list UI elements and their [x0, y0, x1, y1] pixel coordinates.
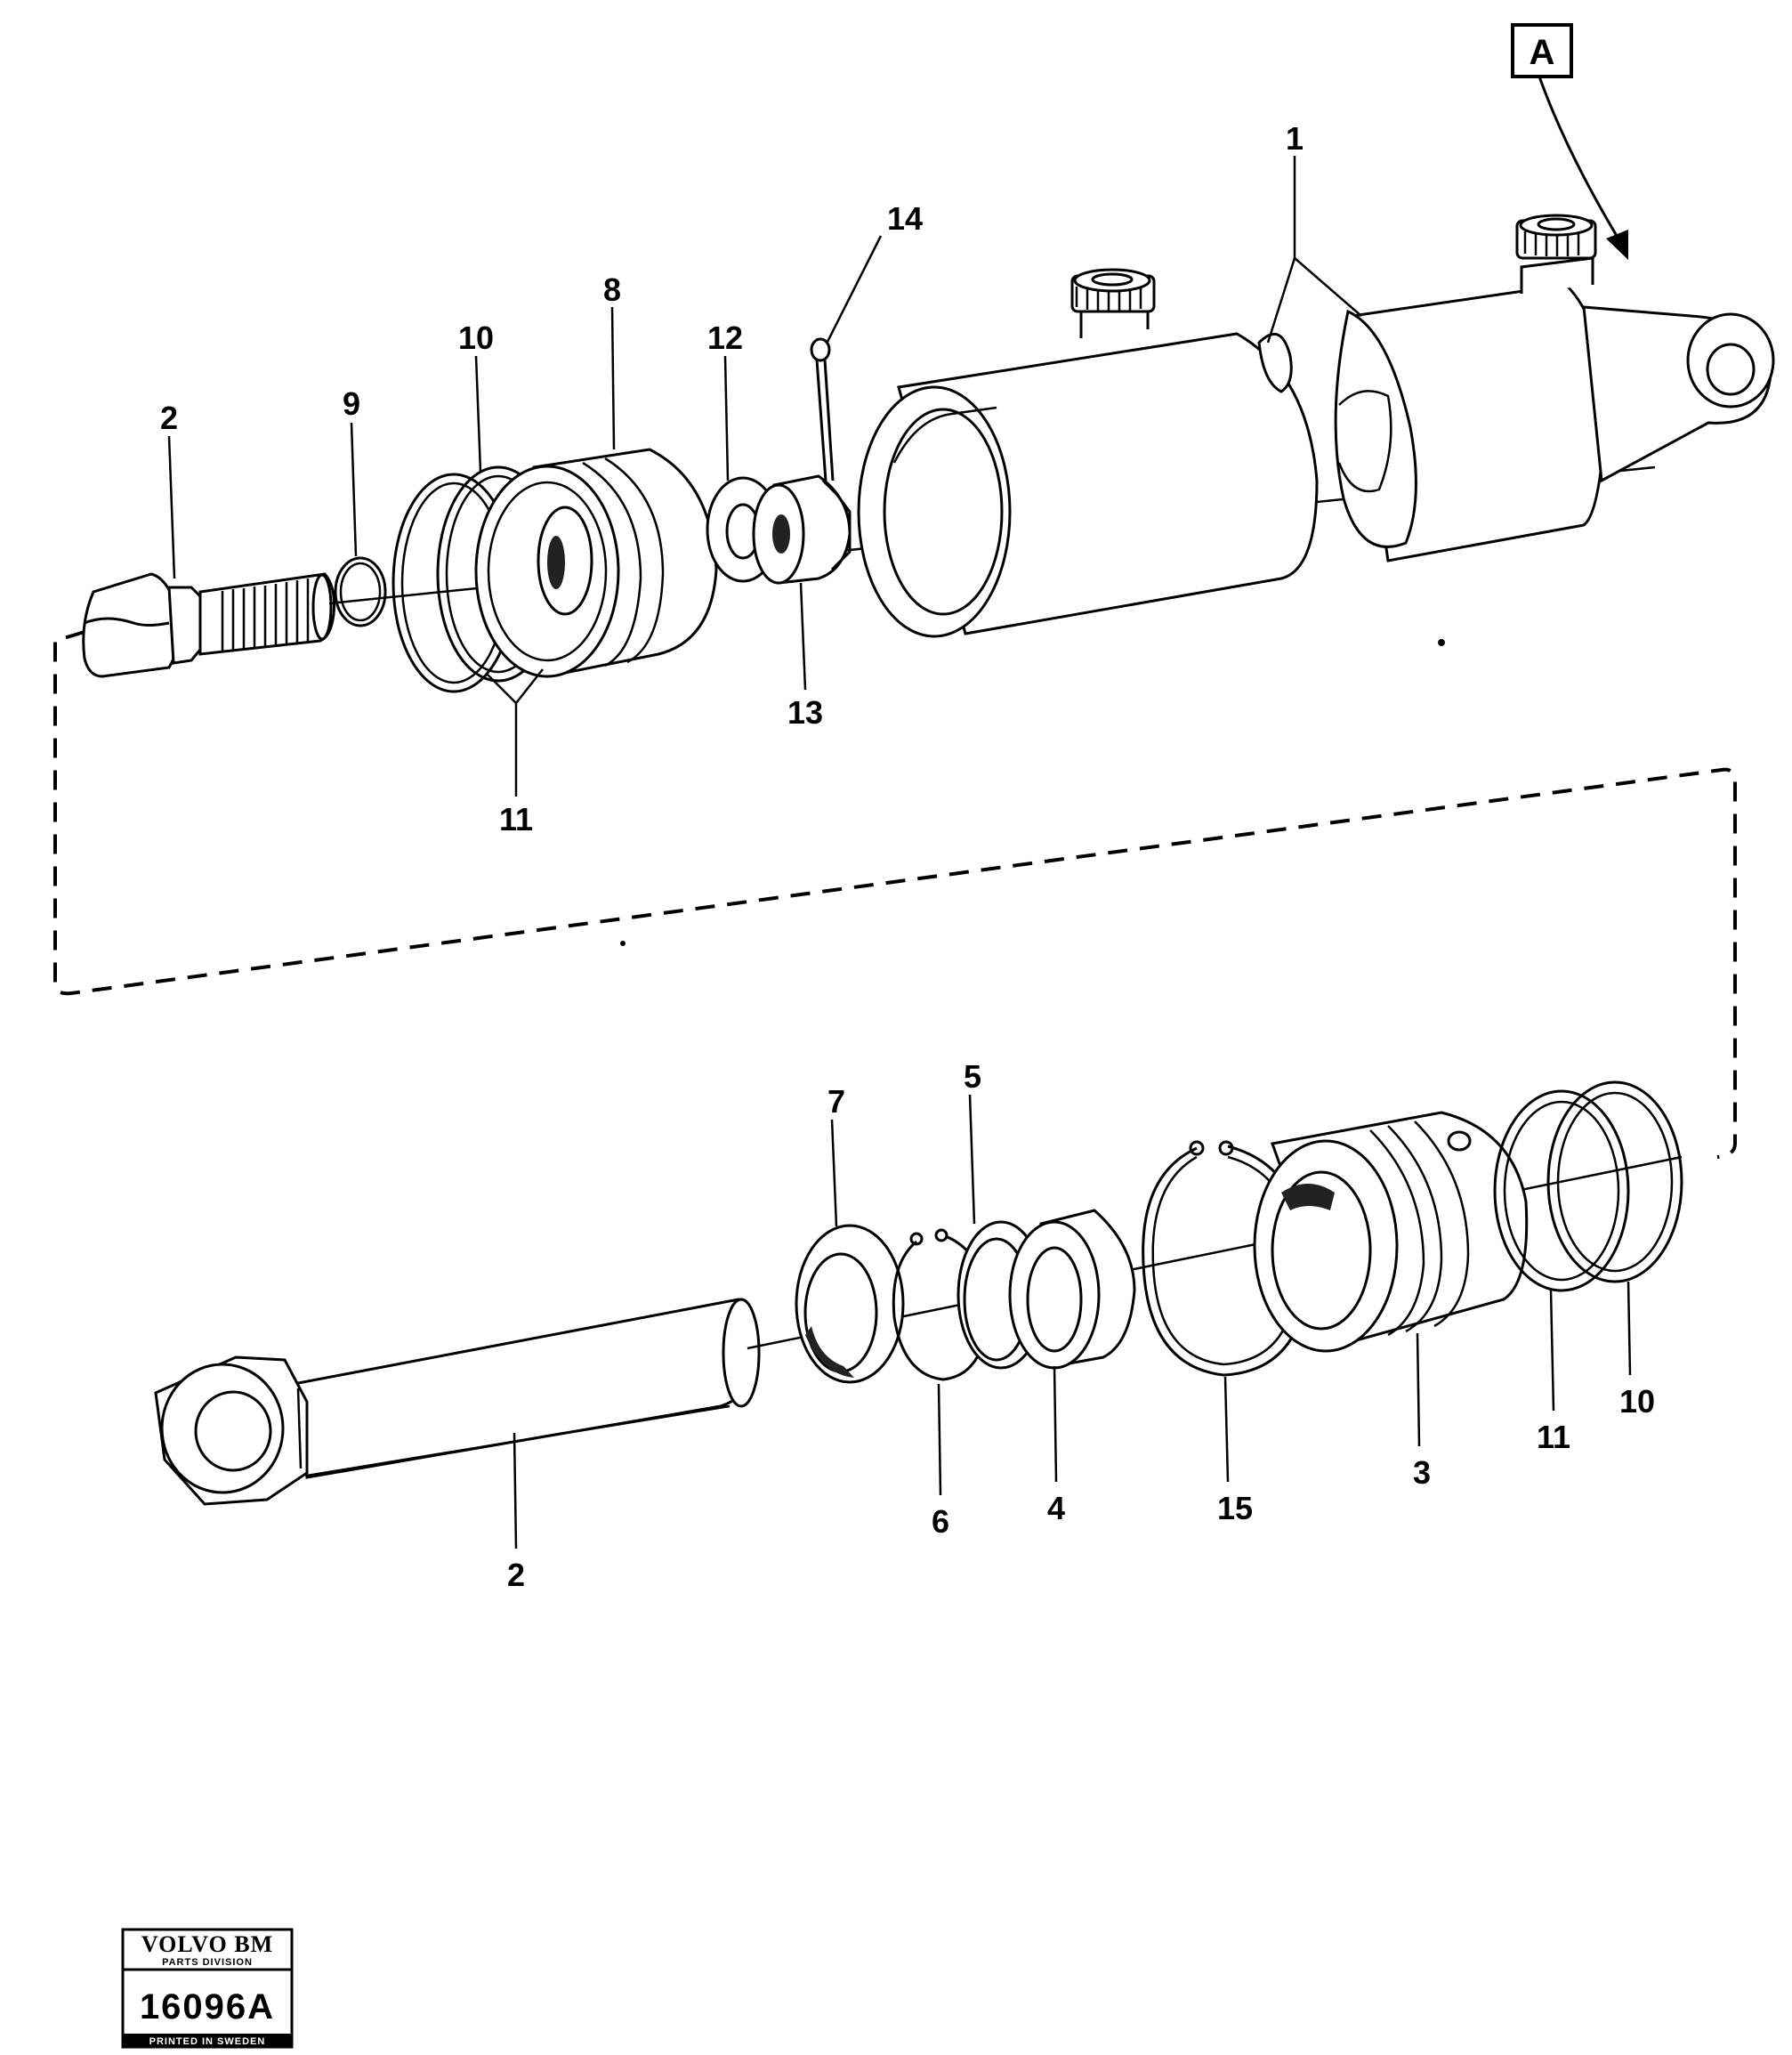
callout-2-top: 2: [160, 400, 178, 436]
callout-10-top: 10: [458, 320, 494, 356]
callout-3-bottom: 3: [1413, 1454, 1431, 1491]
callout-8-top: 8: [603, 271, 621, 308]
stamp-footer: PRINTED IN SWEDEN: [149, 2036, 266, 2047]
part-3-cylinder-head: [1253, 1111, 1529, 1353]
dashed-connector: [53, 630, 1737, 1159]
part-9-o-ring: [334, 556, 387, 627]
stamp-division: PARTS DIVISION: [162, 1957, 253, 1968]
part-1-cylinder-front: [857, 268, 1319, 638]
stamp-number: 16096A: [140, 1987, 275, 2027]
callout-14-top: 14: [887, 200, 923, 237]
callout-10-bottom: 10: [1619, 1383, 1655, 1420]
callout-9-top: 9: [343, 385, 360, 422]
part-2-rod-end: [82, 572, 335, 678]
part-2-piston-rod: [154, 1298, 761, 1506]
label-box-a: [1511, 23, 1573, 78]
callout-box-a: A: [1530, 33, 1555, 72]
stamp-brand: VOLVO BM: [141, 1931, 273, 1957]
part-13-castle-nut: [752, 474, 852, 585]
part-10-ring-bottom: [1546, 1080, 1683, 1283]
volvo-bm-stamp: VOLVO BM PARTS DIVISION 16096A PRINTED I…: [121, 1928, 294, 2049]
view-reference-a: A: [1511, 23, 1628, 260]
callout-2-bottom: 2: [507, 1557, 525, 1593]
part-4-bushing: [1008, 1209, 1136, 1370]
part-8-piston: [474, 448, 718, 678]
callout-11-top: 11: [499, 801, 533, 837]
callout-15-bottom: 15: [1217, 1490, 1253, 1526]
top-leader-lines: [167, 156, 1362, 797]
part-7-wiper: [795, 1224, 905, 1384]
callout-12-top: 12: [707, 320, 743, 356]
part-11-ring-bottom: [1493, 1089, 1630, 1292]
callout-1-top: 1: [1286, 120, 1304, 157]
callout-11-bottom: 11: [1537, 1419, 1570, 1455]
callout-4-bottom: 4: [1047, 1490, 1065, 1526]
callout-6-bottom: 6: [932, 1503, 949, 1540]
callout-13-top: 13: [787, 694, 823, 731]
callout-7-bottom: 7: [827, 1083, 845, 1120]
part-14-cotter-pin: [810, 337, 835, 481]
callout-5-bottom: 5: [964, 1058, 981, 1095]
bottom-leader-lines: [513, 1094, 1632, 1549]
part-1-cylinder-rear: [1334, 214, 1775, 562]
